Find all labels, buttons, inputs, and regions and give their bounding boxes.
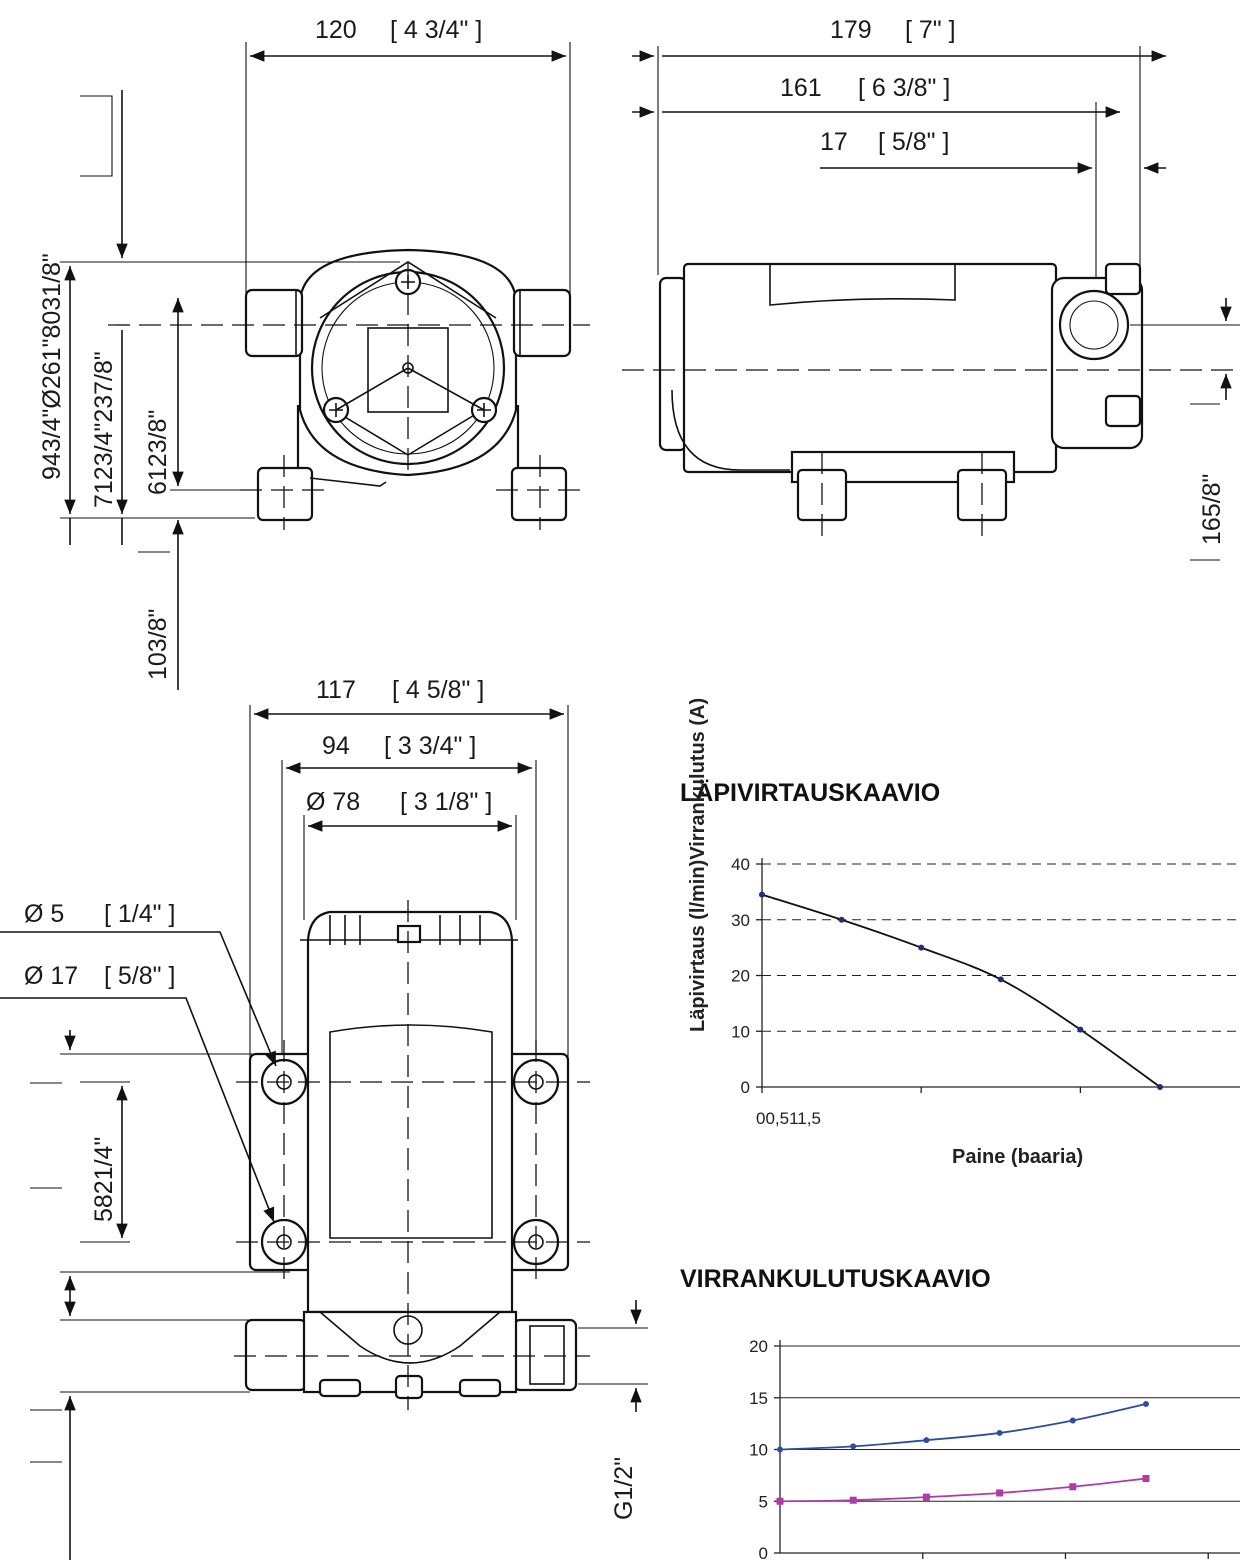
current-chart: VIRRANKULUTUSKAAVIO 0 5 10 15 20 bbox=[680, 1265, 1240, 1563]
data-point bbox=[918, 944, 925, 951]
bracket-mark bbox=[80, 95, 113, 177]
outlet-port bbox=[512, 288, 572, 358]
hole-small-leader bbox=[0, 931, 277, 1067]
right-foot bbox=[510, 466, 568, 522]
left-height-stack: 943/4"Ø261"8031/8" bbox=[38, 253, 66, 480]
y-tick-label: 5 bbox=[759, 1492, 768, 1511]
head-length-value: 17 bbox=[820, 128, 848, 156]
series-line bbox=[761, 893, 1161, 1088]
y-tick-label: 0 bbox=[741, 1078, 750, 1097]
pump-head-curve bbox=[319, 1311, 501, 1364]
y-tick-label: 30 bbox=[731, 911, 750, 930]
pump-head-top bbox=[302, 1310, 518, 1394]
y-tick-label: 40 bbox=[731, 855, 750, 874]
total-length-value: 179 bbox=[830, 16, 872, 44]
flow-chart-xlabel: Paine (baaria) bbox=[952, 1146, 1083, 1168]
bottom-outlet-port bbox=[512, 1318, 578, 1392]
top-width-value: 120 bbox=[315, 16, 357, 44]
y-tick-label: 10 bbox=[731, 1022, 750, 1041]
foot-width-inches: [ 3 3/4" ] bbox=[384, 732, 476, 760]
cap-ribs bbox=[329, 915, 481, 945]
port-thread-value: G1/2" bbox=[610, 1457, 638, 1520]
side-height-value: 165/8" bbox=[1198, 474, 1226, 545]
port-thread bbox=[529, 1325, 565, 1385]
y-tick-label: 10 bbox=[749, 1441, 768, 1460]
flow-chart-title: LÄPIVIRTAUSKAAVIO bbox=[680, 779, 940, 807]
foot-width-value: 94 bbox=[322, 732, 350, 760]
cable bbox=[671, 389, 790, 471]
data-point bbox=[1077, 1026, 1084, 1033]
label-area bbox=[769, 264, 956, 306]
data-point bbox=[923, 1437, 930, 1444]
current-chart-title: VIRRANKULUTUSKAAVIO bbox=[680, 1265, 991, 1293]
y-tick-label: 0 bbox=[759, 1544, 768, 1563]
port-inner-circle bbox=[1069, 300, 1119, 350]
head-clamp bbox=[1104, 262, 1142, 296]
cover-line bbox=[407, 367, 485, 411]
bracket-mark bbox=[30, 1082, 62, 1463]
head-clamp bbox=[1104, 394, 1142, 428]
data-point bbox=[1157, 1084, 1163, 1090]
data-point bbox=[997, 976, 1004, 983]
inlet-port bbox=[244, 288, 304, 358]
series-line bbox=[779, 1477, 1147, 1503]
series-line bbox=[779, 1403, 1147, 1451]
flow-chart-x-tick-text: 00,511,5 bbox=[756, 1109, 821, 1128]
data-point bbox=[996, 1489, 1004, 1497]
body-length-value: 161 bbox=[780, 74, 822, 102]
base-width-inches: [ 4 5/8" ] bbox=[392, 676, 484, 704]
y-tick-label: 20 bbox=[731, 967, 750, 986]
hole-large-inches: [ 5/8" ] bbox=[104, 962, 175, 990]
data-point bbox=[849, 1496, 857, 1504]
top-view: 117 [ 4 5/8" ] 94 [ 3 3/4" ] Ø 78 [ 3 1/… bbox=[0, 676, 648, 1560]
data-point bbox=[1069, 1417, 1076, 1424]
pump-head-foot bbox=[394, 1374, 424, 1400]
hole-large-leader bbox=[0, 997, 275, 1223]
small-height-value: 103/8" bbox=[144, 609, 172, 680]
cap-tab bbox=[396, 924, 422, 944]
side-view: 179 [ 7" ] 161 [ 6 3/8" ] 17 [ 5/8" ] 16… bbox=[622, 16, 1240, 561]
inner-height-stack: 6123/8" bbox=[144, 410, 172, 495]
motor-body bbox=[682, 262, 1058, 474]
y-tick-label: 15 bbox=[749, 1389, 768, 1408]
motor-top bbox=[306, 910, 514, 1314]
total-length-inches: [ 7" ] bbox=[905, 16, 956, 44]
flow-chart-ylabel: Läpivirtaus (l/min)Virrankulutus (A) bbox=[687, 698, 709, 1032]
data-point bbox=[838, 916, 845, 923]
hole-small-value: Ø 5 bbox=[24, 900, 64, 928]
left-foot bbox=[256, 466, 314, 522]
motor-label bbox=[329, 1024, 493, 1239]
head-length-inches: [ 5/8" ] bbox=[878, 128, 949, 156]
data-point bbox=[996, 1429, 1003, 1436]
cable bbox=[309, 477, 387, 487]
data-point bbox=[1069, 1483, 1077, 1491]
flow-chart: LÄPIVIRTAUSKAAVIO Läpivirtaus (l/min)Vir… bbox=[680, 698, 1240, 1168]
pump-head-foot bbox=[458, 1378, 502, 1398]
data-point bbox=[922, 1493, 930, 1501]
motor-dia-value: Ø 78 bbox=[306, 788, 360, 816]
data-point bbox=[850, 1443, 857, 1450]
front-view: 120 [ 4 3/4" ] bbox=[38, 16, 590, 690]
data-point bbox=[1143, 1400, 1149, 1407]
end-cap bbox=[658, 276, 688, 452]
bottom-inlet-port bbox=[244, 1318, 308, 1392]
data-point bbox=[776, 1497, 784, 1505]
pump-head-foot bbox=[318, 1378, 362, 1398]
bracket-mark bbox=[1190, 403, 1220, 561]
body-length-inches: [ 6 3/8" ] bbox=[858, 74, 950, 102]
hole-small-inches: [ 1/4" ] bbox=[104, 900, 175, 928]
data-point bbox=[759, 891, 765, 898]
hole-large-value: Ø 17 bbox=[24, 962, 78, 990]
base-width-value: 117 bbox=[316, 676, 356, 704]
motor-dia-inches: [ 3 1/8" ] bbox=[400, 788, 492, 816]
top-width-inches: [ 4 3/4" ] bbox=[390, 16, 482, 44]
cover-line bbox=[335, 367, 409, 411]
foot-spacing-value: 5821/4" bbox=[90, 1137, 118, 1222]
data-point bbox=[1142, 1474, 1150, 1482]
data-point bbox=[777, 1446, 783, 1453]
y-tick-label: 20 bbox=[749, 1337, 768, 1356]
mid-height-stack: 7123/4"237/8" bbox=[90, 351, 118, 508]
